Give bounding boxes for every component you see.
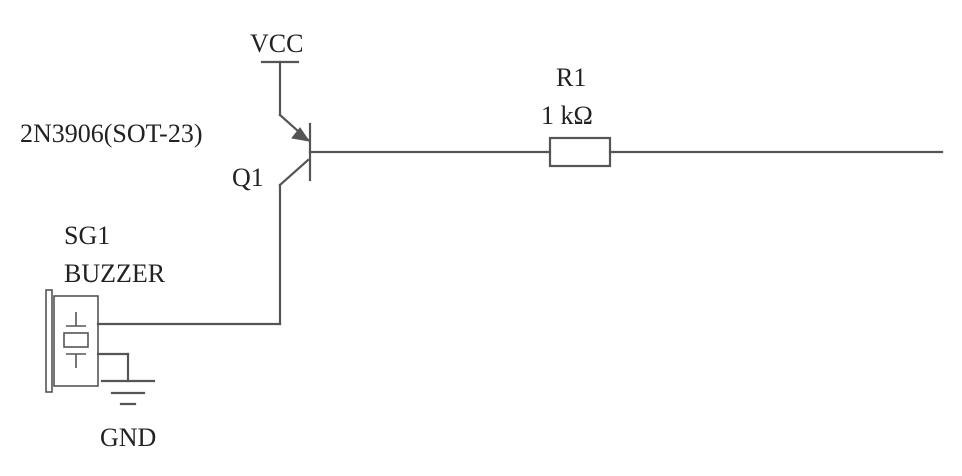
gnd-symbol [100, 379, 156, 406]
buzzer-sg1-symbol [45, 289, 99, 393]
gnd-label: GND [100, 423, 156, 452]
resistor-designator: R1 [556, 63, 586, 92]
buzzer-ground-wire [96, 352, 130, 383]
vcc-label: VCC [250, 29, 303, 58]
base-net [308, 136, 944, 168]
transistor-q1-symbol [278, 113, 312, 326]
resistor-value: 1 kΩ [541, 101, 593, 130]
transistor-designator: Q1 [232, 163, 264, 192]
vcc-symbol [260, 60, 300, 117]
buzzer-name: BUZZER [64, 259, 166, 288]
resistor-r1-symbol [548, 136, 612, 168]
buzzer-designator: SG1 [64, 221, 110, 250]
emitter-arrow [291, 127, 311, 142]
transistor-part-label: 2N3906(SOT-23) [20, 119, 202, 148]
